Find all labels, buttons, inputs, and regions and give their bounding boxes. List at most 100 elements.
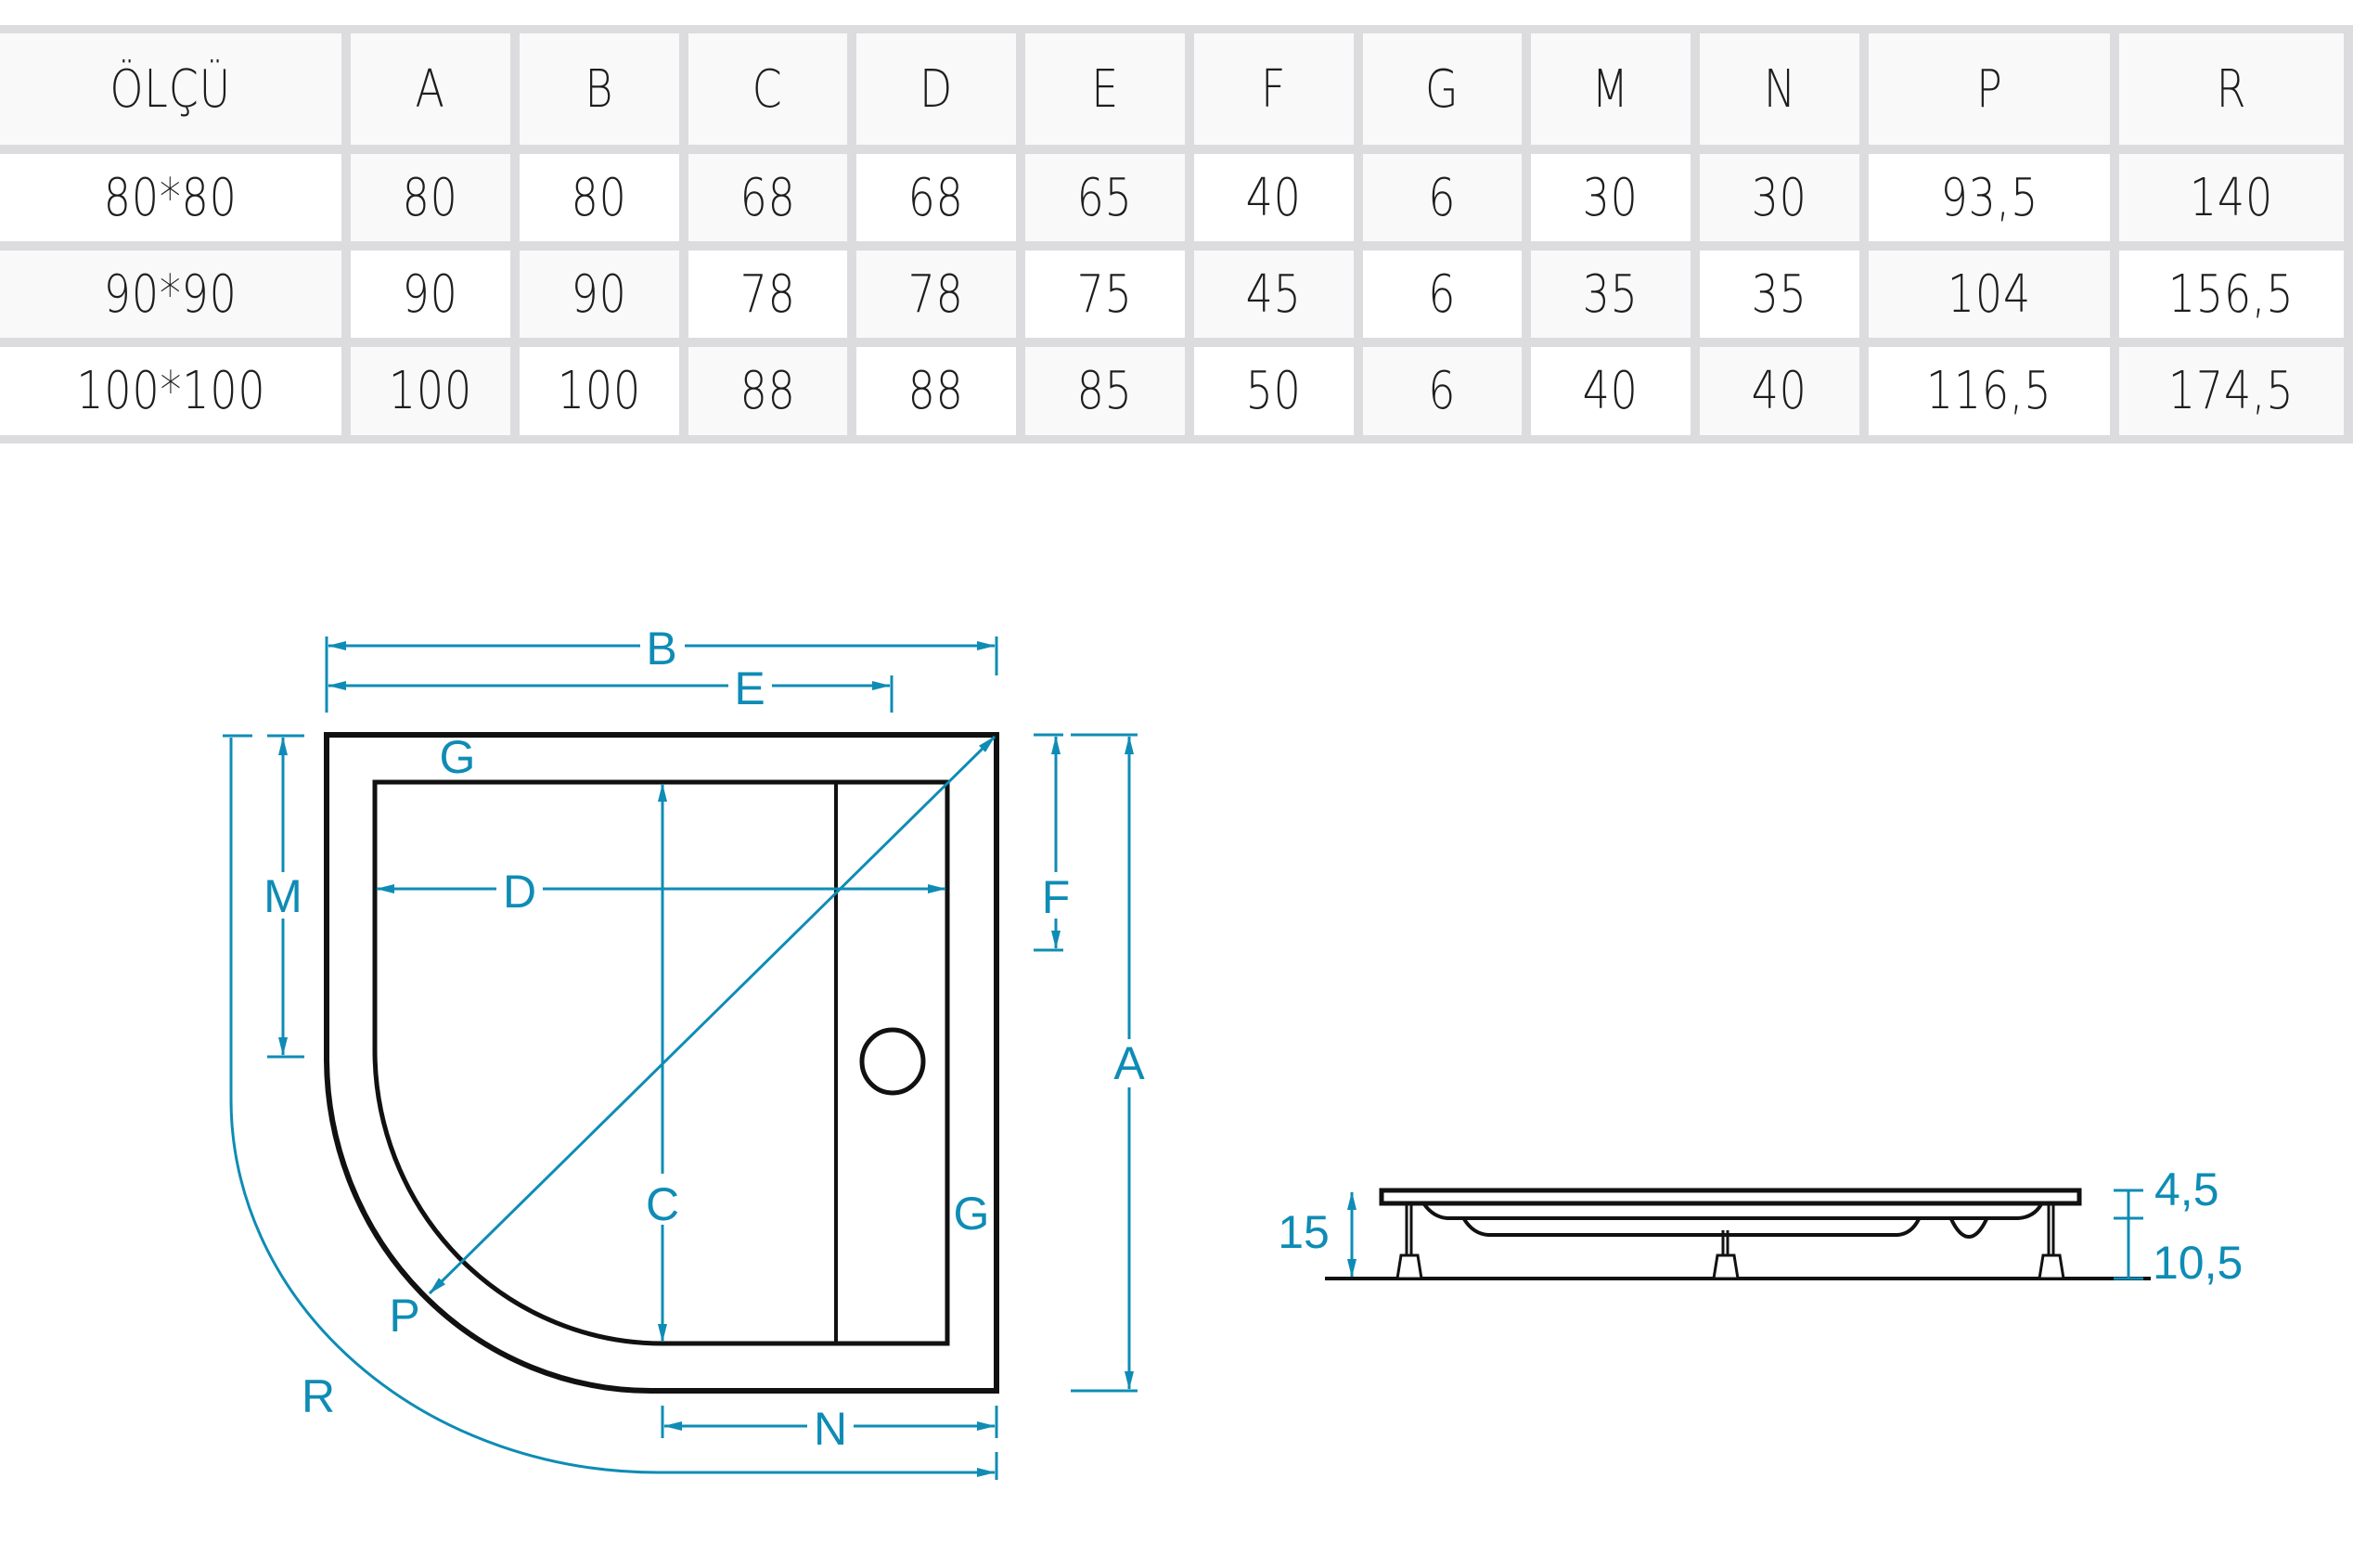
- column-header-label: B: [585, 58, 614, 120]
- table-cell: 116,5: [1869, 347, 2110, 435]
- cell-value: 68: [739, 167, 796, 228]
- table-cell: 104: [1869, 251, 2110, 338]
- cell-value: 78: [907, 263, 965, 325]
- cell-value: 80*80: [104, 167, 238, 228]
- table-header-cell: R: [2119, 33, 2344, 145]
- label-a: A: [1113, 1037, 1145, 1089]
- cell-value: 90: [571, 263, 628, 325]
- dimension-plate-leg-heights: [2114, 1189, 2143, 1280]
- cell-value: 50: [1245, 361, 1303, 421]
- column-header-label: C: [752, 58, 783, 120]
- cell-value: 174,5: [2168, 361, 2295, 421]
- column-header-label: F: [1261, 58, 1287, 120]
- table-header-cell: ÖLÇÜ: [0, 33, 341, 145]
- cell-value: 45: [1245, 263, 1303, 325]
- cell-value: 40: [1245, 167, 1303, 228]
- label-d: D: [503, 866, 536, 918]
- table-cell: 80*80: [0, 154, 341, 241]
- cell-value: 65: [1076, 167, 1134, 228]
- label-b: B: [646, 623, 676, 675]
- table-cell: 85: [1025, 347, 1185, 435]
- table-cell: 35: [1700, 251, 1859, 338]
- cell-value: 140: [2189, 167, 2274, 228]
- table-cell: 40: [1700, 347, 1859, 435]
- table-cell: 100: [351, 347, 510, 435]
- table-cell: 93,5: [1869, 154, 2110, 241]
- table-cell: 68: [856, 154, 1016, 241]
- cell-value: 80: [571, 167, 628, 228]
- column-header-label: A: [415, 58, 446, 120]
- dimension-r: [223, 734, 998, 1480]
- table-header-cell: E: [1025, 33, 1185, 145]
- table-cell: 140: [2119, 154, 2344, 241]
- tray-basin-bottom: [1462, 1217, 1921, 1237]
- table-header-cell: M: [1531, 33, 1691, 145]
- table-cell: 6: [1363, 154, 1522, 241]
- column-header-label: R: [2216, 58, 2247, 120]
- table-cell: 30: [1531, 154, 1691, 241]
- table-header-cell: G: [1363, 33, 1522, 145]
- table-cell: 90*90: [0, 251, 341, 338]
- cell-value: 6: [1428, 167, 1457, 228]
- label-g-top: G: [440, 731, 476, 783]
- cell-value: 100*100: [75, 361, 266, 421]
- table-header-cell: A: [351, 33, 510, 145]
- cell-value: 80: [402, 167, 459, 228]
- cell-value: 88: [739, 361, 796, 421]
- cell-value: 40: [1582, 361, 1639, 421]
- table-cell: 65: [1025, 154, 1185, 241]
- cell-value: 156,5: [2168, 263, 2295, 325]
- dimension-e: [328, 675, 894, 713]
- table-cell: 40: [1194, 154, 1354, 241]
- column-header-label: E: [1091, 58, 1119, 120]
- column-header-label: G: [1425, 58, 1459, 120]
- table-cell: 88: [688, 347, 847, 435]
- table-cell: 78: [688, 251, 847, 338]
- dimension-p: [428, 735, 996, 1295]
- table-cell: 100: [520, 347, 679, 435]
- table-cell: 50: [1194, 347, 1354, 435]
- dimension-n: [661, 1406, 998, 1438]
- cell-value: 68: [907, 167, 965, 228]
- drain-trap: [1949, 1218, 1988, 1240]
- table-header-cell: F: [1194, 33, 1354, 145]
- label-p: P: [389, 1290, 419, 1342]
- cell-value: 93,5: [1940, 167, 2038, 228]
- cell-value: 30: [1582, 167, 1639, 228]
- cell-value: 6: [1428, 361, 1457, 421]
- table-cell: 75: [1025, 251, 1185, 338]
- dimension-a: [1071, 733, 1138, 1393]
- dimension-b: [325, 636, 998, 713]
- drain-circle: [859, 1027, 926, 1096]
- cell-value: 78: [739, 263, 796, 325]
- table-header-cell: C: [688, 33, 847, 145]
- table-cell: 80: [520, 154, 679, 241]
- table-cell: 30: [1700, 154, 1859, 241]
- table-header-cell: B: [520, 33, 679, 145]
- table-header-cell: D: [856, 33, 1016, 145]
- label-n: N: [814, 1403, 847, 1455]
- cell-value: 116,5: [1926, 361, 2052, 421]
- dimension-f: [1034, 733, 1063, 952]
- table-cell: 174,5: [2119, 347, 2344, 435]
- cell-value: 30: [1751, 167, 1808, 228]
- table-cell: 90: [351, 251, 510, 338]
- cell-value: 90: [402, 263, 459, 325]
- table-header-cell: N: [1700, 33, 1859, 145]
- table-cell: 88: [856, 347, 1016, 435]
- cell-value: 40: [1751, 361, 1808, 421]
- side-view: 15 4,5 10,5: [1278, 1163, 2243, 1289]
- table-cell: 80: [351, 154, 510, 241]
- cell-value: 75: [1076, 263, 1134, 325]
- label-r: R: [302, 1370, 335, 1422]
- tray-outer-outline: [324, 732, 999, 1394]
- table-cell: 78: [856, 251, 1016, 338]
- label-f: F: [1042, 871, 1071, 923]
- label-e: E: [734, 662, 765, 714]
- table-cell: 68: [688, 154, 847, 241]
- table-cell: 6: [1363, 251, 1522, 338]
- cell-value: 100: [557, 361, 642, 421]
- table-cell: 6: [1363, 347, 1522, 435]
